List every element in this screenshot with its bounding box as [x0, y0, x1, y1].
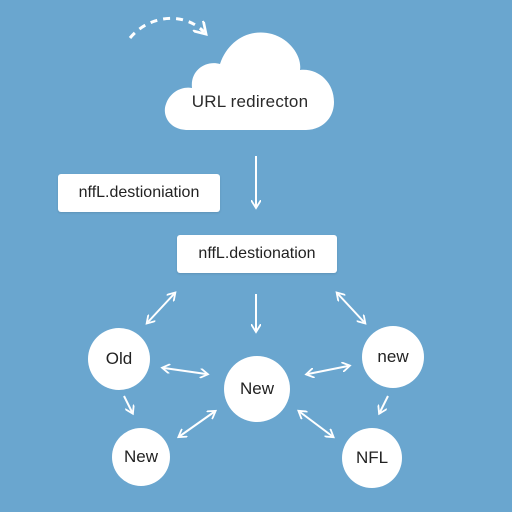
arrow-upper-right: [338, 294, 364, 322]
arrow-upper-left: [148, 294, 174, 322]
node-nfl: NFL: [342, 428, 402, 488]
destination-box-upper: nffL.destioniation: [58, 174, 220, 212]
node-new-bottom-left: New: [112, 428, 170, 486]
arrow-new-down: [380, 395, 389, 412]
arrow-old-down: [123, 395, 132, 412]
cloud-node: URL redirecton: [160, 18, 340, 138]
arrow-center-bottom-left: [180, 412, 214, 436]
arrow-new-center: [308, 366, 348, 374]
destination-box-center: nffL.destionation: [177, 235, 337, 273]
arrow-old-center: [164, 368, 206, 374]
arrow-center-bottom-right: [300, 412, 332, 436]
node-new-center: New: [224, 356, 290, 422]
node-old: Old: [88, 328, 150, 390]
cloud-icon: [164, 32, 334, 130]
cloud-label: URL redirecton: [191, 92, 309, 111]
dashed-curve-arrow: [128, 17, 204, 39]
node-new-right: new: [362, 326, 424, 388]
